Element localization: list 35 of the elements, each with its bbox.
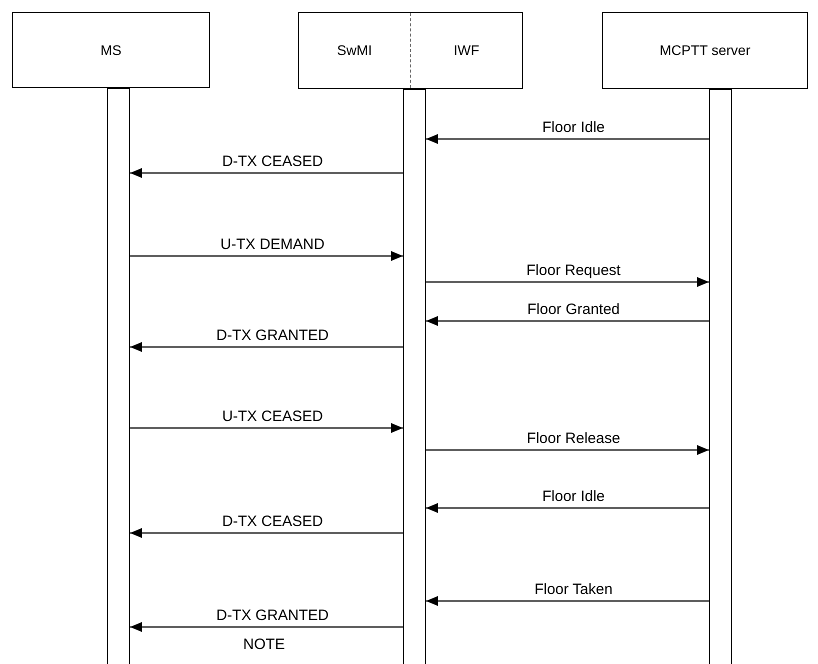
edge-label: Floor Request: [526, 263, 621, 278]
message-arrow: [426, 277, 709, 287]
message-arrow: [130, 622, 403, 632]
edge-label: Floor Granted: [527, 302, 620, 317]
lifeline-bar: [709, 89, 732, 664]
message-arrow: [426, 596, 709, 606]
message-arrow: [426, 445, 709, 455]
edge-label: U-TX CEASED: [222, 409, 323, 424]
edge-label: D-TX GRANTED: [216, 608, 329, 623]
message-arrow: [130, 168, 403, 178]
participant-name: IWF: [452, 41, 480, 60]
edge-label: D-TX GRANTED: [216, 328, 329, 343]
message-arrow: [426, 134, 709, 144]
participant-box: [12, 12, 210, 88]
lifeline-bar: [107, 88, 130, 664]
message-arrow: [130, 342, 403, 352]
message-arrow: [130, 528, 403, 538]
edge-label: Floor Idle: [542, 489, 605, 504]
lifeline-bar: [403, 89, 426, 664]
note-text: NOTE: [243, 637, 285, 652]
participant-box: [298, 12, 523, 89]
message-arrow: [426, 503, 709, 513]
edge-label: D-TX CEASED: [222, 154, 323, 169]
edge-label: D-TX CEASED: [222, 514, 323, 529]
message-arrow: [130, 423, 403, 433]
message-arrow: [426, 316, 709, 326]
edge-label: U-TX DEMAND: [220, 237, 325, 252]
edge-label: Floor Taken: [534, 582, 613, 597]
participant-name: SwMI: [336, 41, 373, 60]
edge-label: Floor Idle: [542, 120, 605, 135]
participant-name: MCPTT server: [658, 41, 752, 60]
edge-label: Floor Release: [526, 431, 620, 446]
message-arrow: [130, 251, 403, 261]
participant-box: [602, 12, 808, 89]
participant-name: MS: [100, 40, 122, 60]
